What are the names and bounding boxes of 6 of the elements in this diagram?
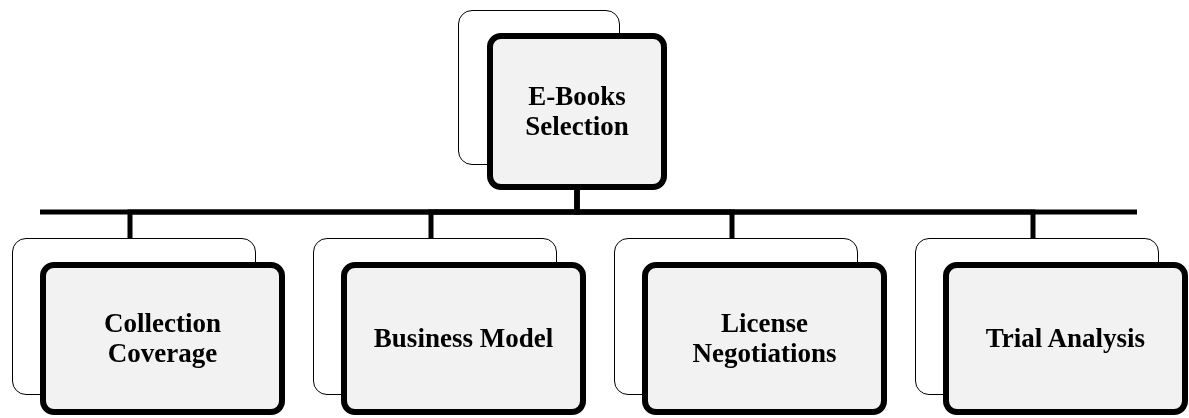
box-label: License Negotiations	[691, 309, 838, 368]
box-label: E-Books Selection	[524, 82, 630, 141]
connector-line	[574, 190, 1036, 238]
box-label: Trial Analysis	[985, 323, 1146, 354]
box-label: Collection Coverage	[103, 309, 222, 368]
box-label: Business Model	[373, 323, 554, 354]
